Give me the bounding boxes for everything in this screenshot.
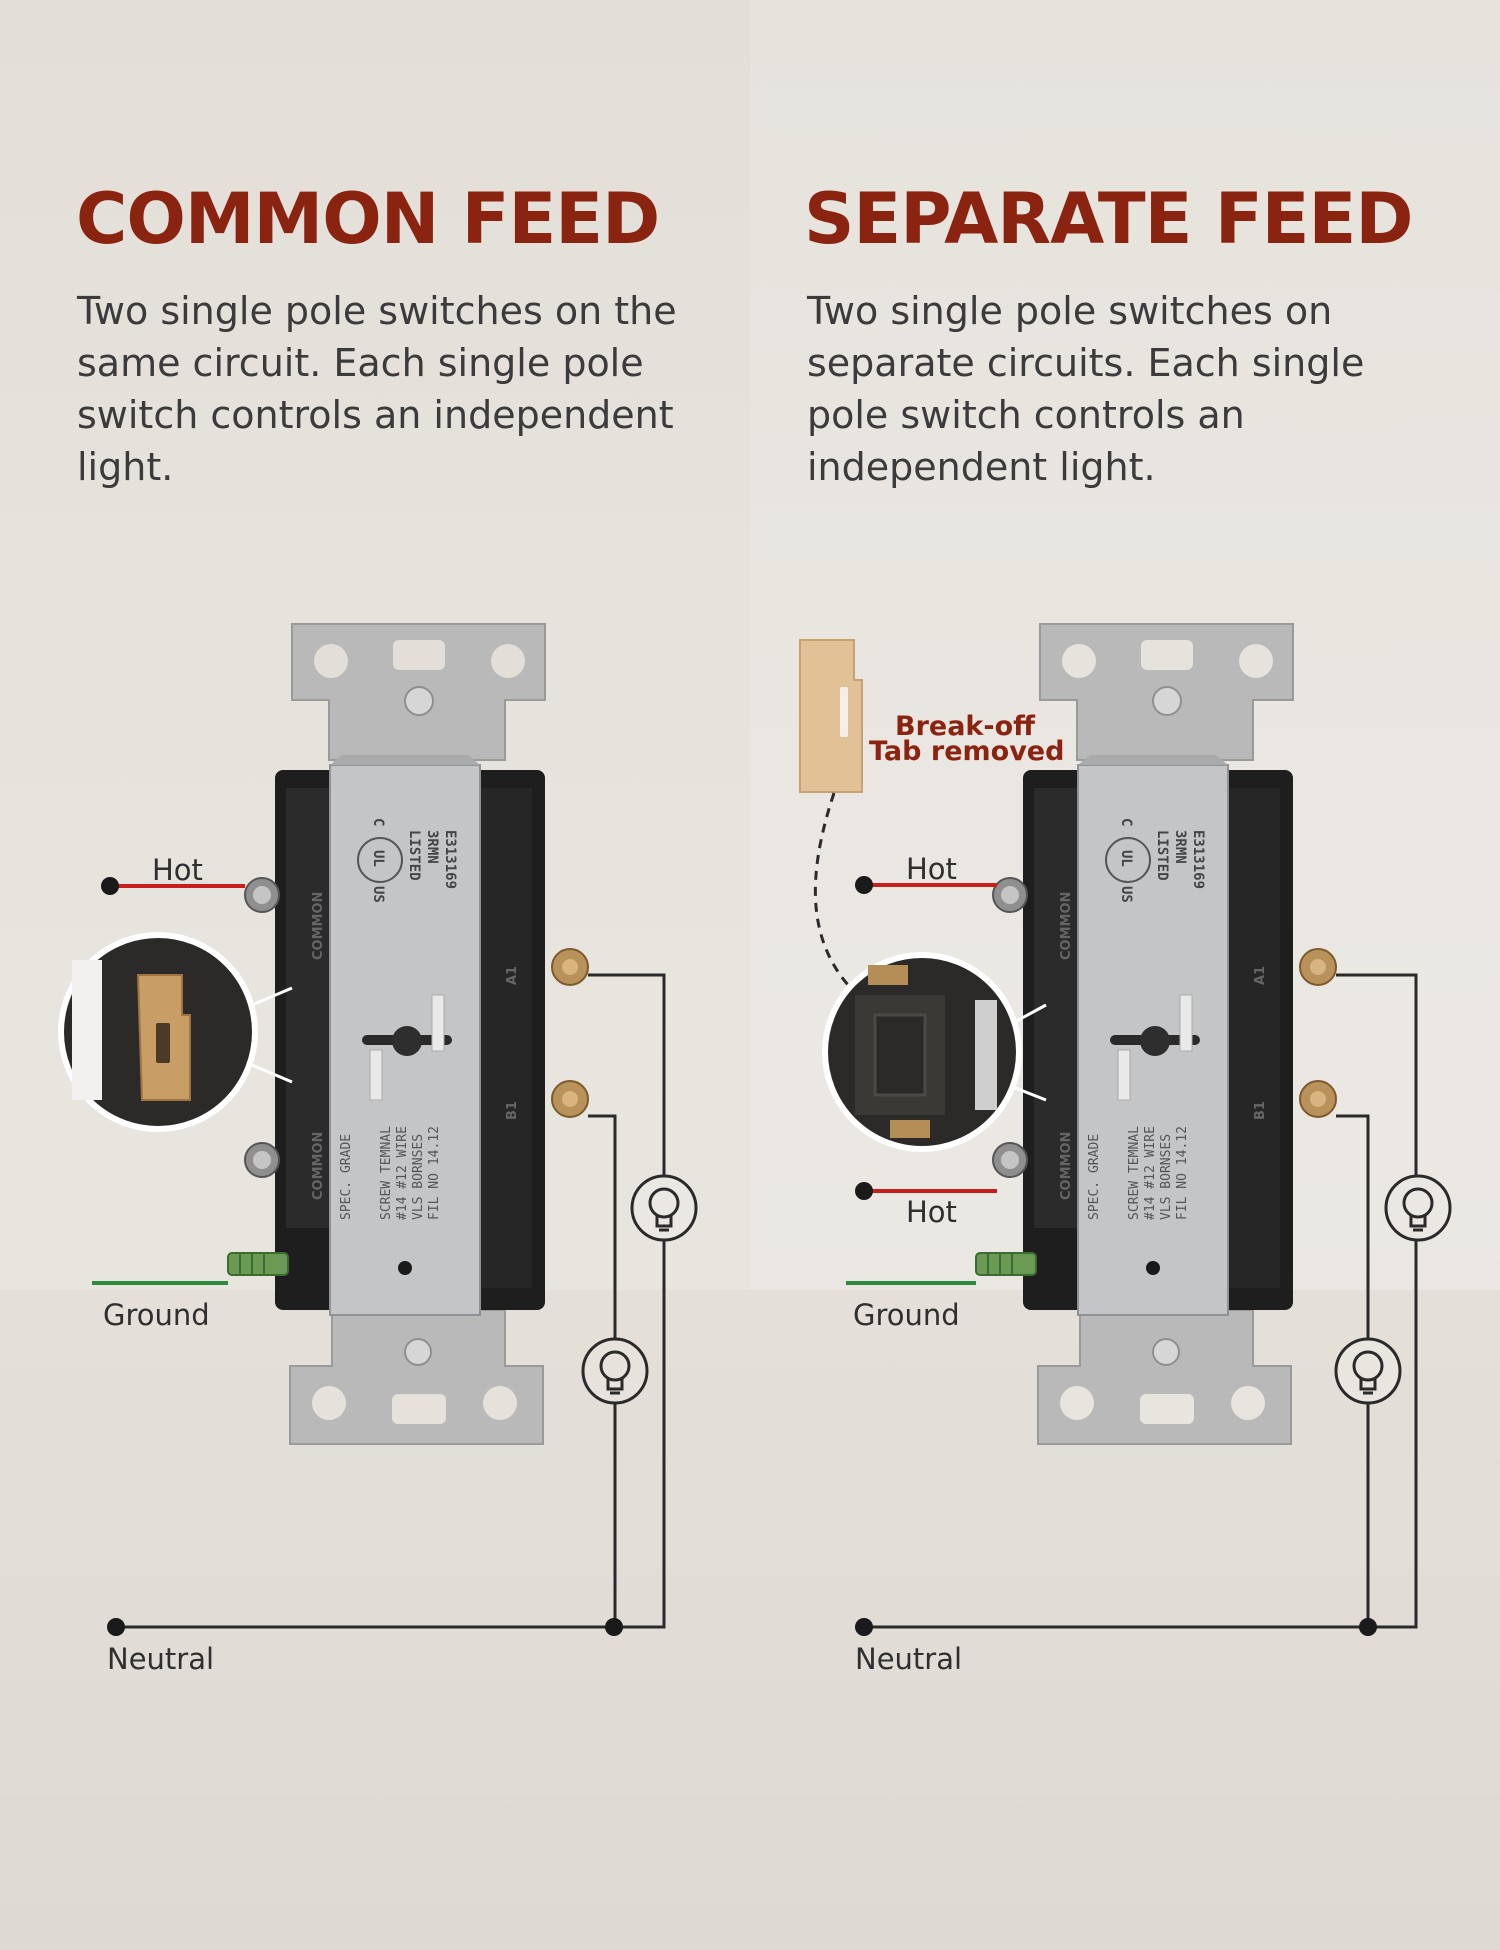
removed-break-off-tab <box>799 639 863 793</box>
lightbulb-icon <box>581 1337 649 1405</box>
switch-toggle <box>362 994 452 1101</box>
svg-text:UL: UL <box>1118 850 1134 867</box>
common-terminal-top <box>992 877 1028 913</box>
ground-screw <box>975 1252 1037 1276</box>
svg-text:3RMN: 3RMN <box>424 830 440 864</box>
body-rivet <box>398 1261 412 1275</box>
svg-text:LISTED: LISTED <box>406 830 422 881</box>
neutral-label: Neutral <box>107 1642 214 1676</box>
common-terminal-bottom <box>992 1142 1028 1178</box>
hot-wire-top <box>855 876 997 894</box>
ul-listed-mark: UL C US LISTED 3RMN E313169 <box>357 818 458 903</box>
lightbulb-icon <box>1384 1174 1452 1242</box>
common-label-bottom: COMMON <box>1059 1132 1074 1200</box>
common-terminal-bottom <box>244 1142 280 1178</box>
ul-listed-mark: UL C US LISTED 3RMN E313169 <box>1105 818 1206 903</box>
ground-screw <box>227 1252 289 1276</box>
svg-text:SCREW TEMNAL: SCREW TEMNAL <box>379 1126 394 1220</box>
lightbulb-icon <box>630 1174 698 1242</box>
svg-text:VLS BORNSES: VLS BORNSES <box>1159 1134 1174 1220</box>
break-off-callout-line1: Break-off <box>895 711 1036 742</box>
common-feed-wiring-diagram: UL C US LISTED 3RMN E313169 SPEC. GRADE … <box>58 623 698 1676</box>
svg-text:FIL NO 14.12: FIL NO 14.12 <box>427 1126 442 1220</box>
hot-label: Hot <box>152 853 203 887</box>
common-label-bottom: COMMON <box>311 1132 326 1200</box>
ground-label: Ground <box>853 1298 960 1332</box>
terminal-b1-label: B1 <box>1253 1101 1268 1120</box>
load-wire-a1 <box>1336 973 1418 1629</box>
hot-wire-bottom <box>855 1182 997 1200</box>
body-rivet <box>1146 1261 1160 1275</box>
common-feed-description: Two single pole switches on the same cir… <box>77 289 677 489</box>
mounting-strap-top <box>1039 623 1294 761</box>
common-terminal-top <box>244 877 280 913</box>
common-feed-title: COMMON FEED <box>76 178 660 260</box>
ground-label: Ground <box>103 1298 210 1332</box>
svg-text:3RMN: 3RMN <box>1172 830 1188 864</box>
load-wire-a1 <box>588 973 666 1629</box>
tab-callout-dashed-line <box>813 792 850 986</box>
svg-text:SPEC. GRADE: SPEC. GRADE <box>339 1134 354 1220</box>
mounting-strap-bottom <box>1037 1309 1292 1445</box>
svg-text:E313169: E313169 <box>1190 830 1206 889</box>
svg-text:C: C <box>370 818 386 826</box>
neutral-label: Neutral <box>855 1642 962 1676</box>
common-label-top: COMMON <box>311 892 326 960</box>
svg-text:LISTED: LISTED <box>1154 830 1170 881</box>
svg-text:C: C <box>1118 818 1134 826</box>
brass-terminal-b1 <box>1299 1080 1337 1118</box>
common-label-top: COMMON <box>1059 892 1074 960</box>
svg-text:VLS BORNSES: VLS BORNSES <box>411 1134 426 1220</box>
separate-feed-description: Two single pole switches on separate cir… <box>807 289 1365 489</box>
svg-text:E313169: E313169 <box>442 830 458 889</box>
break-off-tab-zoom-inset <box>58 932 293 1132</box>
separate-feed-panel: SEPARATE FEED Two single pole switches o… <box>750 0 1500 1950</box>
tab-removed-zoom-inset <box>822 952 1047 1152</box>
hot-label-top: Hot <box>906 852 957 886</box>
svg-text:US: US <box>1118 886 1134 903</box>
svg-text:#14 #12 WIRE: #14 #12 WIRE <box>395 1126 410 1220</box>
svg-text:FIL NO 14.12: FIL NO 14.12 <box>1175 1126 1190 1220</box>
svg-text:SCREW TEMNAL: SCREW TEMNAL <box>1127 1126 1142 1220</box>
svg-text:#14 #12 WIRE: #14 #12 WIRE <box>1143 1126 1158 1220</box>
svg-text:US: US <box>370 886 386 903</box>
switch-toggle <box>1110 994 1200 1101</box>
common-feed-panel: COMMON FEED Two single pole switches on … <box>0 0 750 1950</box>
neutral-wire <box>855 1618 1377 1636</box>
terminal-a1-label: A1 <box>505 966 520 985</box>
hot-wire <box>101 877 245 895</box>
mounting-strap-top <box>291 623 546 761</box>
mounting-strap-bottom <box>289 1309 544 1445</box>
separate-feed-wiring-diagram: UL C US LISTED 3RMN E313169 SPEC. GRADE … <box>799 623 1452 1676</box>
hot-label-bottom: Hot <box>906 1195 957 1229</box>
switch-body-print: SPEC. GRADE SCREW TEMNAL #14 #12 WIRE VL… <box>1087 1126 1190 1220</box>
brass-terminal-a1 <box>1299 948 1337 986</box>
separate-feed-title: SEPARATE FEED <box>804 178 1413 260</box>
load-wire-b1 <box>1336 1114 1370 1627</box>
lightbulb-icon <box>1334 1337 1402 1405</box>
load-wire-b1 <box>588 1114 617 1627</box>
switch-body-print: SPEC. GRADE SCREW TEMNAL #14 #12 WIRE VL… <box>339 1126 442 1220</box>
svg-text:UL: UL <box>370 850 386 867</box>
brass-terminal-b1 <box>551 1080 589 1118</box>
terminal-b1-label: B1 <box>505 1101 520 1120</box>
neutral-wire <box>107 1618 623 1636</box>
break-off-callout-line2: Tab removed <box>869 736 1064 767</box>
terminal-a1-label: A1 <box>1253 966 1268 985</box>
brass-terminal-a1 <box>551 948 589 986</box>
svg-text:SPEC. GRADE: SPEC. GRADE <box>1087 1134 1102 1220</box>
